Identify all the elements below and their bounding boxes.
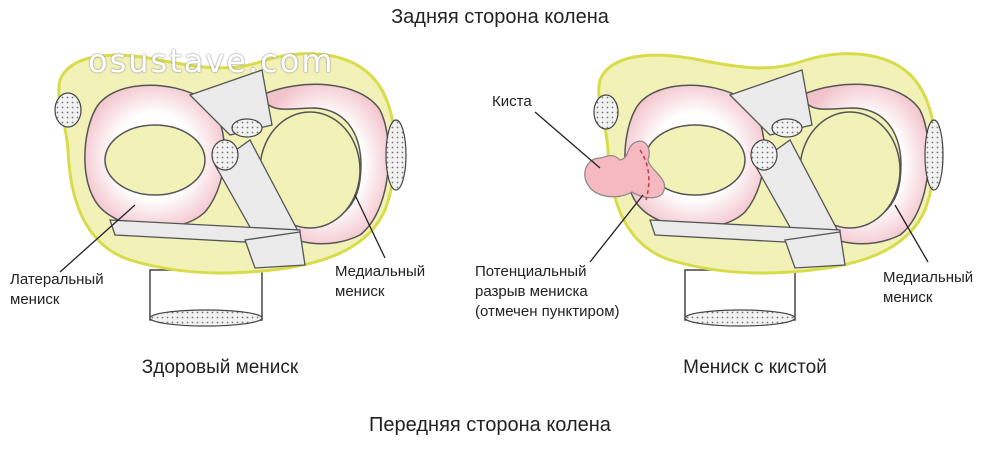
tear-leader xyxy=(589,194,644,263)
left-attachment-medial xyxy=(385,119,407,191)
left-lateral-label: Латеральный мениск xyxy=(10,270,104,310)
right-medial-label-line2: мениск xyxy=(883,289,933,306)
right-medial-label-line1: Медиальный xyxy=(883,269,974,286)
left-lateral-label-line2: мениск xyxy=(10,291,60,308)
left-attachment-lateral xyxy=(54,92,82,128)
right-anterior-horn xyxy=(784,231,846,269)
tear-label: Потенциальный разрыв мениска (отмечен пу… xyxy=(475,262,620,322)
left-medial-label: Медиальный мениск xyxy=(335,262,425,302)
bottom-title: Передняя сторона колена xyxy=(369,414,611,436)
cyst-leader xyxy=(534,111,601,169)
right-caption: Мениск с кистой xyxy=(683,357,827,378)
right-attachment-medial xyxy=(924,119,944,191)
left-attachment-center-top xyxy=(231,118,263,138)
left-anterior-horn xyxy=(244,231,306,269)
watermark: osustave.com xyxy=(88,42,335,80)
right-attachment-center-top xyxy=(771,118,803,138)
right-medial-label: Медиальный мениск xyxy=(883,268,973,308)
left-lateral-label-line1: Латеральный xyxy=(10,271,104,288)
tear-label-line2: разрыв мениска xyxy=(475,283,588,300)
left-lateral-leader xyxy=(59,204,136,273)
left-attachment-center xyxy=(211,139,239,171)
left-medial-label-line1: Медиальный xyxy=(335,263,426,280)
tear-label-line3: (отмечен пунктиром) xyxy=(475,303,620,320)
right-attachment-lateral xyxy=(593,94,619,130)
cyst-knee-illustration xyxy=(534,52,944,327)
left-medial-leader xyxy=(354,194,386,259)
left-shaft-end xyxy=(149,309,263,327)
right-shaft-end xyxy=(684,309,796,327)
top-title: Задняя сторона колена xyxy=(391,6,609,28)
potential-tear-dashed xyxy=(639,149,650,201)
left-lateral-condyle xyxy=(104,124,206,196)
tear-label-line1: Потенциальный xyxy=(475,263,587,280)
cyst-label: Киста xyxy=(492,93,532,110)
healthy-knee-illustration xyxy=(54,52,407,327)
left-medial-label-line2: мениск xyxy=(335,283,385,300)
right-attachment-center xyxy=(750,139,778,171)
cyst-shape xyxy=(584,140,666,199)
right-medial-leader xyxy=(894,204,929,263)
left-posterior-ligament xyxy=(188,69,273,136)
left-caption: Здоровый мениск xyxy=(141,357,299,378)
right-posterior-ligament xyxy=(728,69,813,136)
